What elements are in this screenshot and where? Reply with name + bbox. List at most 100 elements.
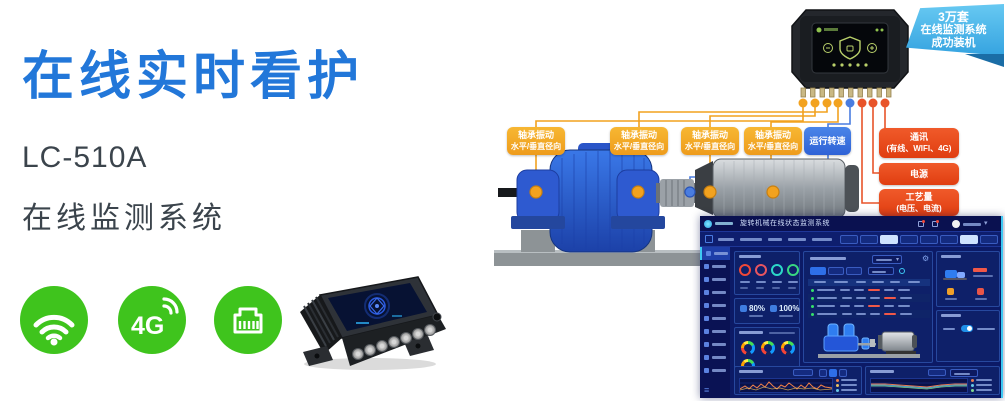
- io-label-power: 电源: [879, 163, 959, 185]
- alarm-table: [808, 279, 930, 318]
- sidebar-item-9[interactable]: [700, 351, 730, 364]
- installed-count-badge: 3万套 在线监测系统 成功装机: [906, 4, 1004, 56]
- temperature-trend-chart: [870, 378, 968, 393]
- sidebar-item-10[interactable]: [700, 364, 730, 377]
- machine-train: [494, 143, 860, 266]
- model-number: LC-510A: [22, 141, 148, 174]
- view-button-3[interactable]: [839, 369, 847, 377]
- dashboard-toolbar: [700, 232, 1001, 247]
- chevron-down-icon[interactable]: ▾: [984, 220, 988, 227]
- ethernet-icon: [214, 286, 282, 354]
- message-icon[interactable]: [932, 220, 939, 227]
- alarm-bell-icon[interactable]: [918, 220, 925, 227]
- alarm-value: [973, 268, 987, 272]
- wifi-icon: [20, 286, 88, 354]
- toolbar-button-6[interactable]: [940, 235, 958, 244]
- trend-chart-panel-right: [865, 366, 1000, 395]
- alarm-icon: [977, 288, 984, 295]
- toolbar-button-4[interactable]: [900, 235, 918, 244]
- chevron-down-icon: ▾: [895, 257, 899, 263]
- sidebar-item-3[interactable]: [700, 273, 730, 286]
- status-dot: [811, 305, 814, 308]
- sidebar-item-7[interactable]: [700, 325, 730, 338]
- view-button-2[interactable]: [829, 369, 837, 377]
- menu-collapse-icon[interactable]: ≡: [704, 385, 710, 395]
- tab-1-active[interactable]: [810, 267, 826, 275]
- sidebar-item-2[interactable]: [700, 260, 730, 273]
- status-dot: [811, 297, 814, 300]
- sidebar-item-1[interactable]: [700, 247, 730, 260]
- user-avatar[interactable]: [952, 220, 960, 228]
- status-dot: [811, 313, 814, 316]
- sensor-dots: [529, 185, 780, 199]
- speedometer-gauge-3: [781, 341, 795, 355]
- stat-value-right: 100%: [779, 304, 800, 313]
- filter-select[interactable]: [868, 267, 894, 275]
- view-button-1[interactable]: [819, 369, 827, 377]
- bearing-label-2: 轴承振动水平/垂直径向: [610, 127, 668, 155]
- 4g-label: 4G: [131, 312, 164, 340]
- home-icon[interactable]: [705, 235, 713, 243]
- sidebar-item-8[interactable]: [700, 338, 730, 351]
- toolbar-button-2[interactable]: [860, 235, 878, 244]
- health-stats-panel: 80% 100%: [734, 298, 800, 324]
- auto-toggle[interactable]: [961, 325, 973, 332]
- speedometer-gauge-1: [741, 341, 755, 355]
- bearing-label-1: 轴承振动水平/垂直径向: [507, 127, 565, 155]
- dashboard-sidebar: ≡: [700, 247, 730, 398]
- product-subtitle: 在线监测系统: [22, 202, 226, 235]
- toolbar-button-7[interactable]: [960, 235, 978, 244]
- ring-gauge-1: [739, 264, 751, 276]
- sidebar-item-4[interactable]: [700, 286, 730, 299]
- settings-panel: [936, 310, 1000, 362]
- monitoring-dashboard: 旋转机械在线状态监测系统 ▾: [700, 216, 1003, 398]
- alarm-summary-panel: [936, 251, 1000, 307]
- table-row[interactable]: [808, 286, 930, 294]
- 4g-icon: 4G: [118, 286, 186, 354]
- speedometer-gauge-2: [761, 341, 775, 355]
- stat-value-left: 80%: [749, 304, 766, 313]
- io-label-process: 工艺量(电压、电流): [879, 189, 959, 216]
- dashboard-header: 旋转机械在线状态监测系统 ▾: [700, 216, 1001, 232]
- tab-2[interactable]: [828, 267, 844, 275]
- ring-gauge-4: [787, 264, 799, 276]
- chart-legend: [836, 378, 861, 393]
- machine-mini-icon: [945, 270, 957, 278]
- range-select[interactable]: [793, 369, 813, 376]
- chart-legend: [971, 378, 999, 393]
- refresh-icon[interactable]: [899, 268, 905, 274]
- bearing-label-3: 轴承振动水平/垂直径向: [681, 127, 739, 155]
- table-row[interactable]: [808, 302, 930, 310]
- gear-icon[interactable]: ⚙: [922, 254, 930, 263]
- warn-icon: [947, 288, 954, 295]
- range-select-2[interactable]: [928, 369, 946, 376]
- sidebar-item-6[interactable]: [700, 312, 730, 325]
- status-dot: [811, 289, 814, 292]
- pump-3d-visual: [818, 323, 920, 358]
- io-label-comm: 通讯(有线、WIFI、4G): [879, 128, 959, 158]
- ring-gauge-2: [755, 264, 767, 276]
- toolbar-button-1[interactable]: [840, 235, 858, 244]
- username: [963, 223, 981, 226]
- toolbar-button-5[interactable]: [920, 235, 938, 244]
- toolbar-button-3[interactable]: [880, 235, 898, 244]
- series-select[interactable]: [950, 369, 978, 377]
- sidebar-item-5[interactable]: [700, 299, 730, 312]
- table-header: [808, 279, 930, 286]
- toolbar-button-8[interactable]: [980, 235, 998, 244]
- table-row[interactable]: [808, 294, 930, 302]
- terminal-dots: [798, 98, 890, 108]
- table-row[interactable]: [808, 310, 930, 318]
- gateway-device: [791, 9, 909, 98]
- unit-select-dropdown[interactable]: ▾: [872, 255, 902, 264]
- dashboard-title: 旋转机械在线状态监测系统: [740, 220, 830, 227]
- vibration-trend-chart: [739, 378, 833, 393]
- ring-gauge-3: [771, 264, 783, 276]
- tab-3[interactable]: [846, 267, 862, 275]
- dashboard-logo-icon: [704, 220, 712, 228]
- bearing-label-4: 轴承振动水平/垂直径向: [744, 127, 802, 155]
- stat-icon-left: [740, 305, 747, 312]
- speed-label: 运行转速: [804, 127, 851, 155]
